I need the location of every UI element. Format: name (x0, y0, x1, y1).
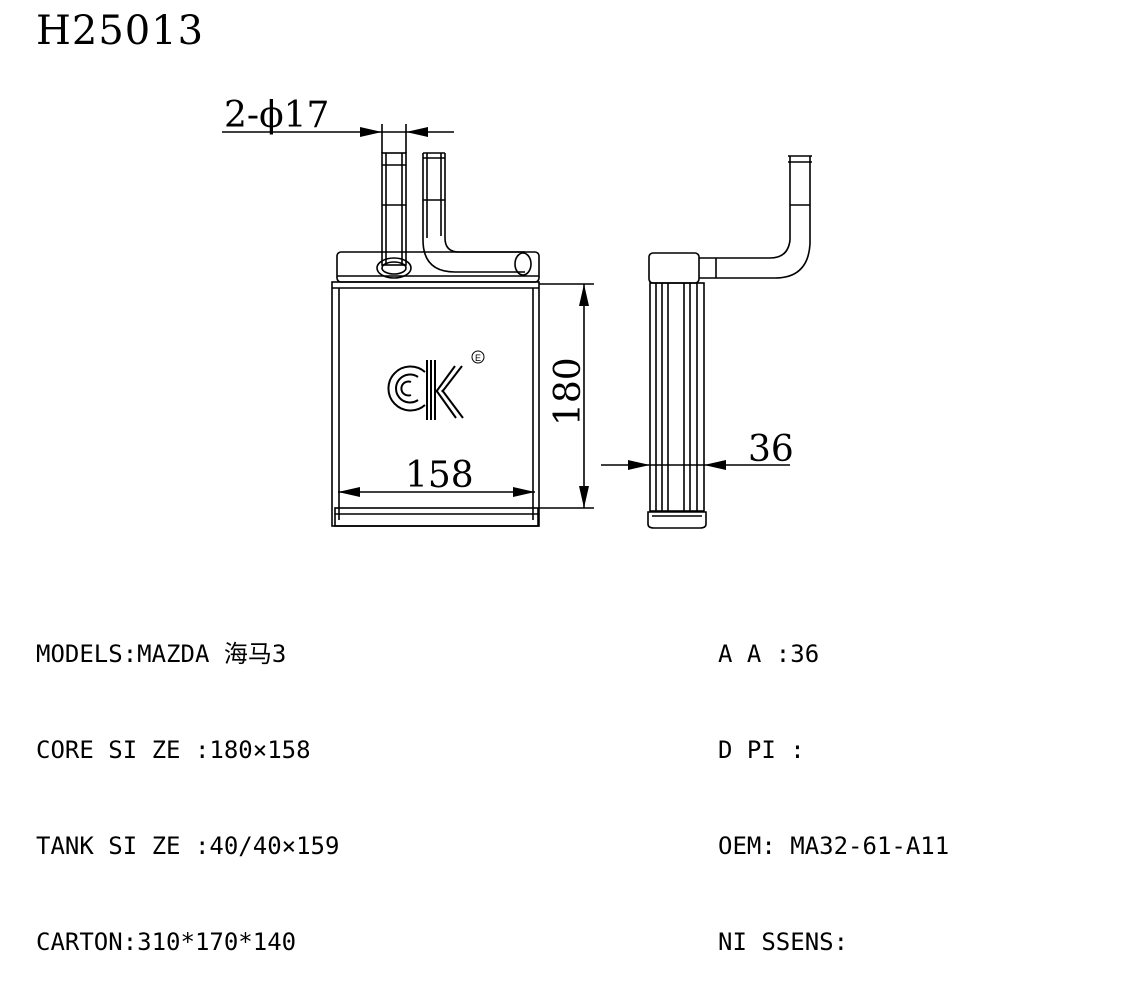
spec-aa: A A :36 (718, 640, 820, 668)
logo-registered-mark: E (475, 353, 481, 363)
spec-models: MODELS:MAZDA 海马3 (36, 640, 287, 668)
outlet-pipe (422, 152, 532, 276)
spec-oem: OEM: MA32-61-A11 (718, 832, 950, 860)
top-tank (336, 251, 540, 283)
inlet-pipe (376, 152, 412, 279)
specs-left: MODELS:MAZDA 海马3 CORE SI ZE :180×158 TAN… (36, 574, 339, 990)
pipe-diameter-dimension (222, 124, 454, 153)
width-label: 158 (405, 455, 474, 496)
height-label: 180 (548, 357, 589, 426)
spec-core-size: CORE SI ZE :180×158 (36, 736, 311, 764)
side-view (601, 155, 812, 529)
spec-dpi: D PI : (718, 736, 805, 764)
radiator-technical-drawing: 2-ϕ17 158 180 36 E (222, 95, 812, 529)
depth-dimension (601, 460, 790, 470)
pipe-diameter-label: 2-ϕ17 (224, 95, 329, 136)
front-view (222, 124, 594, 527)
width-dimension (338, 487, 535, 497)
side-pipe (699, 156, 791, 259)
spec-tank-size: TANK SI ZE :40/40×159 (36, 832, 340, 860)
spec-carton: CARTON:310*170*140 (36, 928, 297, 956)
ck-logo-icon (387, 350, 485, 420)
height-dimension (539, 283, 594, 509)
specs-right: A A :36 D PI : OEM: MA32-61-A11 NI SSENS… (718, 574, 949, 990)
bottom-tank (334, 507, 539, 527)
spec-nissens: NI SSENS: (718, 928, 849, 956)
part-number-title: H25013 (36, 8, 205, 54)
depth-label: 36 (748, 429, 794, 470)
side-top-tank (648, 252, 700, 284)
